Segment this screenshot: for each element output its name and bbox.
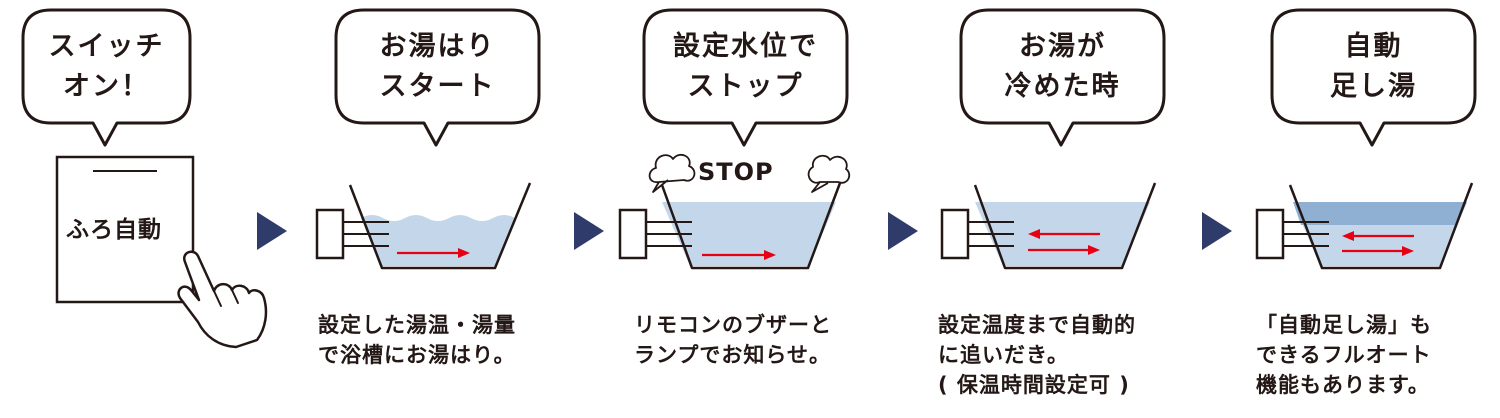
- flow-arrow-1: [257, 212, 287, 250]
- bubble-step-1: スイッチ オン！: [19, 7, 194, 149]
- bathtub-auto-fill: [1255, 182, 1474, 270]
- bubble-step-3: 設定水位で ストップ: [640, 7, 851, 149]
- caption-step-5: 「自動足し湯」も できるフルオート 機能もあります。: [1256, 310, 1432, 400]
- bubble-line-1: 設定水位で: [673, 31, 818, 62]
- caption-line: できるフルオート: [1256, 343, 1432, 367]
- bubble-line-2: スタート: [379, 71, 496, 102]
- caption-line: 「自動足し湯」も: [1256, 313, 1432, 337]
- flow-arrow-4: [1202, 212, 1232, 250]
- bubble-step-5: 自動 足し湯: [1268, 7, 1479, 149]
- caption-line: リモコンのブザーと: [634, 313, 832, 337]
- bubble-line-1: 自動: [1344, 31, 1403, 62]
- caption-line: 機能もあります。: [1256, 373, 1430, 397]
- bubble-shape: [959, 8, 1166, 147]
- bubble-shape: [1270, 8, 1477, 147]
- caption-line: 設定温度まで自動的: [938, 313, 1136, 337]
- bubble-line-1: お湯はり: [379, 31, 496, 62]
- caption-line: で浴槽にお湯はり。: [318, 343, 516, 367]
- bubble-line-2: 足し湯: [1330, 71, 1417, 102]
- bathtub-filling: [315, 182, 532, 270]
- flow-arrow-3: [888, 212, 918, 250]
- buzzer-puff-left-icon: [648, 153, 696, 193]
- caption-step-2: 設定した湯温・湯量 で浴槽にお湯はり。: [318, 310, 516, 370]
- bubble-step-4: お湯が 冷めた時: [957, 7, 1168, 149]
- caption-line: 設定した湯温・湯量: [318, 313, 516, 337]
- bathtub-full: [618, 182, 842, 270]
- bubble-line-2: ストップ: [687, 71, 804, 102]
- caption-line: ( 保温時間設定可 ): [938, 373, 1130, 397]
- caption-step-3: リモコンのブザーと ランプでお知らせ。: [634, 310, 832, 370]
- flow-arrow-2: [574, 212, 604, 250]
- caption-line: ランプでお知らせ。: [634, 343, 831, 367]
- stop-label: STOP: [698, 158, 774, 186]
- bathtub-reheat: [940, 182, 1157, 270]
- bubble-line-2: オン！: [63, 71, 150, 102]
- bubble-line-1: スイッチ: [48, 31, 165, 62]
- bubble-step-2: お湯はり スタート: [332, 7, 543, 149]
- bubble-line-2: 冷めた時: [1004, 71, 1121, 102]
- buzzer-puff-right-icon: [807, 154, 851, 193]
- bubble-line-1: お湯が: [1019, 31, 1106, 62]
- bubble-shape: [642, 8, 849, 147]
- caption-step-4: 設定温度まで自動的 に追いだき。 ( 保温時間設定可 ): [938, 310, 1136, 400]
- pointing-hand-icon: [177, 250, 268, 349]
- caption-line: に追いだき。: [938, 343, 1069, 367]
- bath-auto-button[interactable]: ふろ自動: [66, 217, 162, 243]
- remote-panel: [55, 155, 195, 304]
- bubble-shape: [334, 8, 541, 147]
- bubble-shape: [21, 8, 192, 147]
